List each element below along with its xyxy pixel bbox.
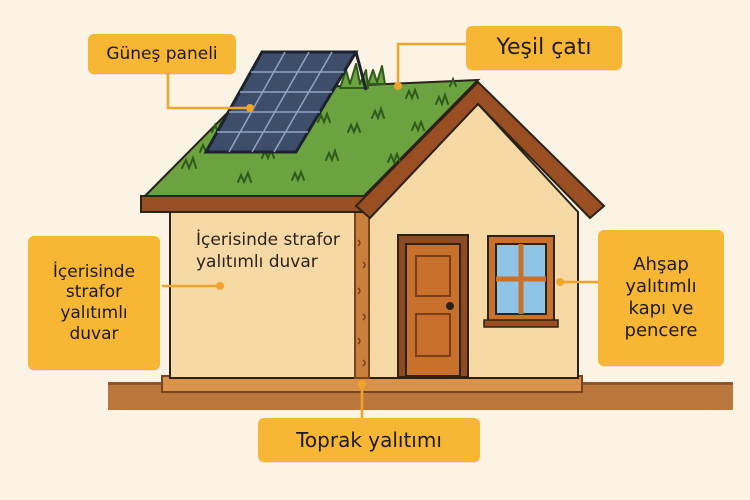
- label-door-window: Ahşap yalıtımlı kapı ve pencere: [598, 230, 724, 366]
- roof-fascia-left: [140, 195, 366, 213]
- label-soil-insulation: Toprak yalıtımı: [258, 418, 480, 462]
- label-wall-insulation: İçerisinde strafor yalıtımlı duvar: [28, 236, 160, 370]
- leader-dot-solar: [246, 104, 254, 112]
- leader-dot-soil: [358, 380, 366, 388]
- leader-dot-roof: [394, 82, 402, 90]
- door-icon: [397, 234, 469, 378]
- roof-trim-gable: [354, 80, 606, 220]
- leader-dot-window: [556, 278, 564, 286]
- label-green-roof: Yeşil çatı: [466, 26, 622, 70]
- solar-panel-icon: [203, 50, 368, 154]
- wall-caption: İçerisinde strafor yalıtımlı duvar: [196, 230, 340, 272]
- leader-dot-wall: [216, 282, 224, 290]
- corner-post: [354, 209, 370, 379]
- leader-lines: [162, 42, 598, 418]
- window-icon: [483, 235, 559, 328]
- label-solar-panel: Güneş paneli: [88, 34, 236, 74]
